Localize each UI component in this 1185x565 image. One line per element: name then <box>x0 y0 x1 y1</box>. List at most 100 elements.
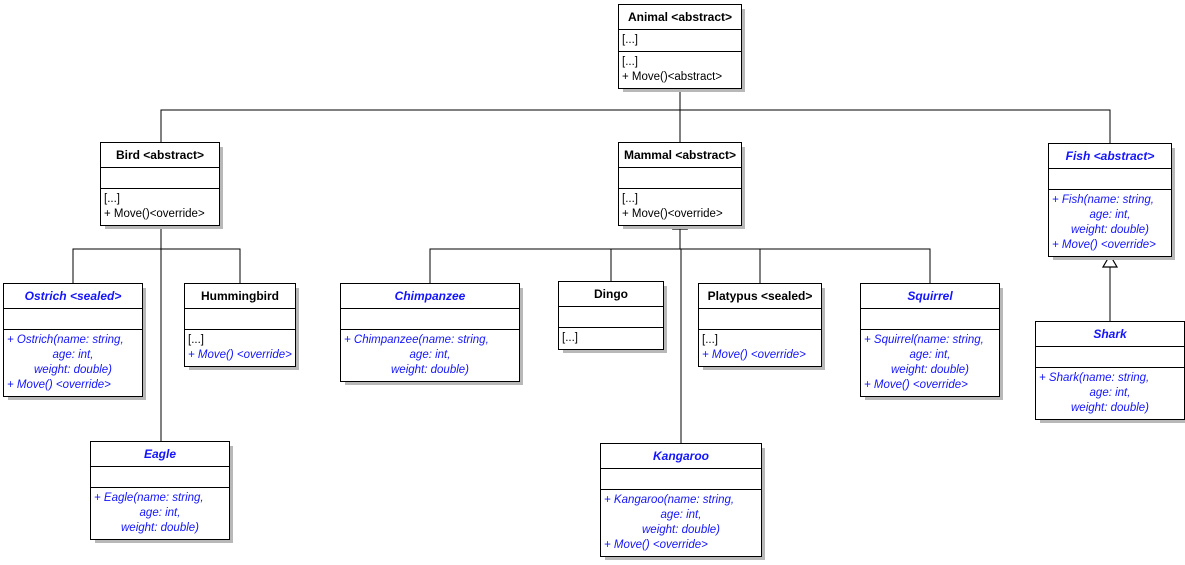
compartment-divider <box>1036 367 1184 368</box>
uml-operation: + Squirrel(name: string, <box>864 334 984 346</box>
uml-attributes-compartment: [...] <box>619 30 741 51</box>
compartment-divider <box>185 329 295 330</box>
uml-class-name: Kangaroo <box>652 449 709 463</box>
uml-class-hummingbird[interactable]: Hummingbird[...]+ Move() <override> <box>184 283 296 367</box>
uml-attributes-compartment <box>601 469 761 489</box>
uml-operations-compartment: + Eagle(name: string,age: int,weight: do… <box>91 488 229 539</box>
uml-class-name: Dingo <box>594 287 628 301</box>
uml-operation: + Move() <override> <box>188 349 292 361</box>
compartment-divider <box>1049 189 1171 190</box>
uml-class-eagle[interactable]: Eagle + Eagle(name: string,age: int,weigh… <box>90 441 230 540</box>
uml-attribute: [...] <box>622 34 638 46</box>
uml-operations-compartment: + Shark(name: string, age: int, weight: do… <box>1036 368 1184 419</box>
uml-class-name: Platypus <sealed> <box>707 289 813 303</box>
uml-operation: + Fish(name: string, <box>1052 194 1154 206</box>
uml-class-name: Animal <abstract> <box>627 10 733 24</box>
uml-operations-compartment: [...] + Move()<override> <box>101 189 219 225</box>
uml-attributes-compartment <box>101 168 219 188</box>
compartment-divider <box>619 188 741 189</box>
uml-operation: + Move()<override> <box>622 208 723 220</box>
uml-operation: weight: double) <box>1071 224 1149 236</box>
uml-class-name: Ostrich <sealed> <box>24 289 122 303</box>
uml-operation: age: int, <box>52 349 94 361</box>
uml-operation: + Kangaroo(name: string, <box>604 494 735 506</box>
uml-class-dingo[interactable]: Dingo [...] <box>558 281 664 350</box>
uml-class-animal[interactable]: Animal <abstract> [...] [...] + Move()<abst… <box>618 4 742 89</box>
uml-operation: age: int, <box>660 509 702 521</box>
uml-attributes-compartment <box>559 307 663 327</box>
uml-operations-compartment: [...] + Move()<override> <box>619 189 741 225</box>
uml-operation: age: int, <box>409 349 451 361</box>
uml-operations-compartment: + Kangaroo(name: string, age: int, weight:… <box>601 490 761 556</box>
uml-attributes-compartment <box>185 309 295 329</box>
edge-animal-bus <box>160 109 1111 143</box>
uml-operations-compartment: [...] + Move() <override> <box>699 330 821 366</box>
uml-class-kangaroo[interactable]: Kangaroo + Kangaroo(name: string, age: int… <box>600 443 762 557</box>
uml-class-name: Hummingbird <box>201 289 279 303</box>
compartment-divider <box>601 468 761 469</box>
uml-operations-compartment: + Ostrich(name: string, age: int, weight: … <box>4 330 142 396</box>
uml-operation: age: int, <box>909 349 951 361</box>
compartment-divider <box>101 167 219 168</box>
uml-class-name: Fish <abstract> <box>1065 149 1155 163</box>
compartment-divider <box>861 308 999 309</box>
compartment-divider <box>1049 168 1171 169</box>
uml-operation: weight: double) <box>34 364 112 376</box>
compartment-divider <box>619 167 741 168</box>
compartment-divider <box>185 308 295 309</box>
uml-class-ostrich[interactable]: Ostrich <sealed> + Ostrich(name: string, a… <box>3 283 143 397</box>
uml-class-chimpanzee[interactable]: Chimpanzee + Chimpanzee(name: string, age:… <box>340 283 520 382</box>
compartment-divider <box>341 308 519 309</box>
uml-attributes-compartment <box>699 309 821 329</box>
uml-class-name: Eagle <box>143 447 176 461</box>
uml-class-bird[interactable]: Bird <abstract>[...]+ Move()<override> <box>100 142 220 226</box>
uml-operation: + Move() <override> <box>7 379 111 391</box>
uml-operation: [...] <box>104 193 120 205</box>
compartment-divider <box>1036 346 1184 347</box>
compartment-divider <box>101 188 219 189</box>
uml-operation: age: int, <box>1089 387 1131 399</box>
uml-class-shark[interactable]: Shark + Shark(name: string, age: int, weigh… <box>1035 321 1185 420</box>
uml-operation: weight: double) <box>1071 402 1149 414</box>
uml-attributes-compartment <box>861 309 999 329</box>
uml-class-fish[interactable]: Fish <abstract> + Fish(name: string, age: … <box>1048 143 1172 257</box>
compartment-divider <box>341 329 519 330</box>
uml-operation: + Move()<override> <box>104 208 205 220</box>
uml-operation: age: int, <box>139 507 181 519</box>
edge-bird-bus <box>72 248 241 283</box>
compartment-divider <box>699 329 821 330</box>
uml-operation: weight: double) <box>642 524 720 536</box>
uml-operation: + Move() <override> <box>702 349 806 361</box>
uml-operation: age: int, <box>1089 209 1131 221</box>
uml-operations-compartment: + Chimpanzee(name: string,age: int,weigh… <box>341 330 519 381</box>
compartment-divider <box>619 29 741 30</box>
compartment-divider <box>861 329 999 330</box>
uml-class-name: Chimpanzee <box>394 289 466 303</box>
uml-operation: + Move() <override> <box>864 379 968 391</box>
compartment-divider <box>601 489 761 490</box>
uml-operation: + Shark(name: string, <box>1039 372 1150 384</box>
uml-operations-compartment: [...] + Move()<abstract> <box>619 52 741 88</box>
uml-operation: + Move()<abstract> <box>622 71 723 83</box>
edge-mammal-bus <box>429 248 931 283</box>
uml-operation: [...] <box>622 56 638 68</box>
uml-operation: [...] <box>562 332 578 344</box>
uml-operation: weight: double) <box>891 364 969 376</box>
uml-operation: + Move() <override> <box>1052 239 1156 251</box>
uml-attributes-compartment <box>1036 347 1184 367</box>
uml-operation: weight: double) <box>121 522 199 534</box>
uml-class-name: Shark <box>1093 327 1127 341</box>
compartment-divider <box>91 487 229 488</box>
compartment-divider <box>559 306 663 307</box>
uml-operation: + Ostrich(name: string, <box>7 334 124 346</box>
uml-operation: [...] <box>622 193 638 205</box>
compartment-divider <box>559 327 663 328</box>
uml-class-squirrel[interactable]: Squirrel+ Squirrel(name: string,age: int… <box>860 283 1000 397</box>
uml-operation: + Chimpanzee(name: string, <box>344 334 489 346</box>
uml-class-platypus[interactable]: Platypus <sealed> [...] + Move() <override… <box>698 283 822 367</box>
uml-class-mammal[interactable]: Mammal <abstract>[...]+ Move()<override> <box>618 142 742 226</box>
uml-operation: + Move() <override> <box>604 539 708 551</box>
uml-operation: [...] <box>702 334 718 346</box>
uml-attributes-compartment <box>1049 169 1171 189</box>
